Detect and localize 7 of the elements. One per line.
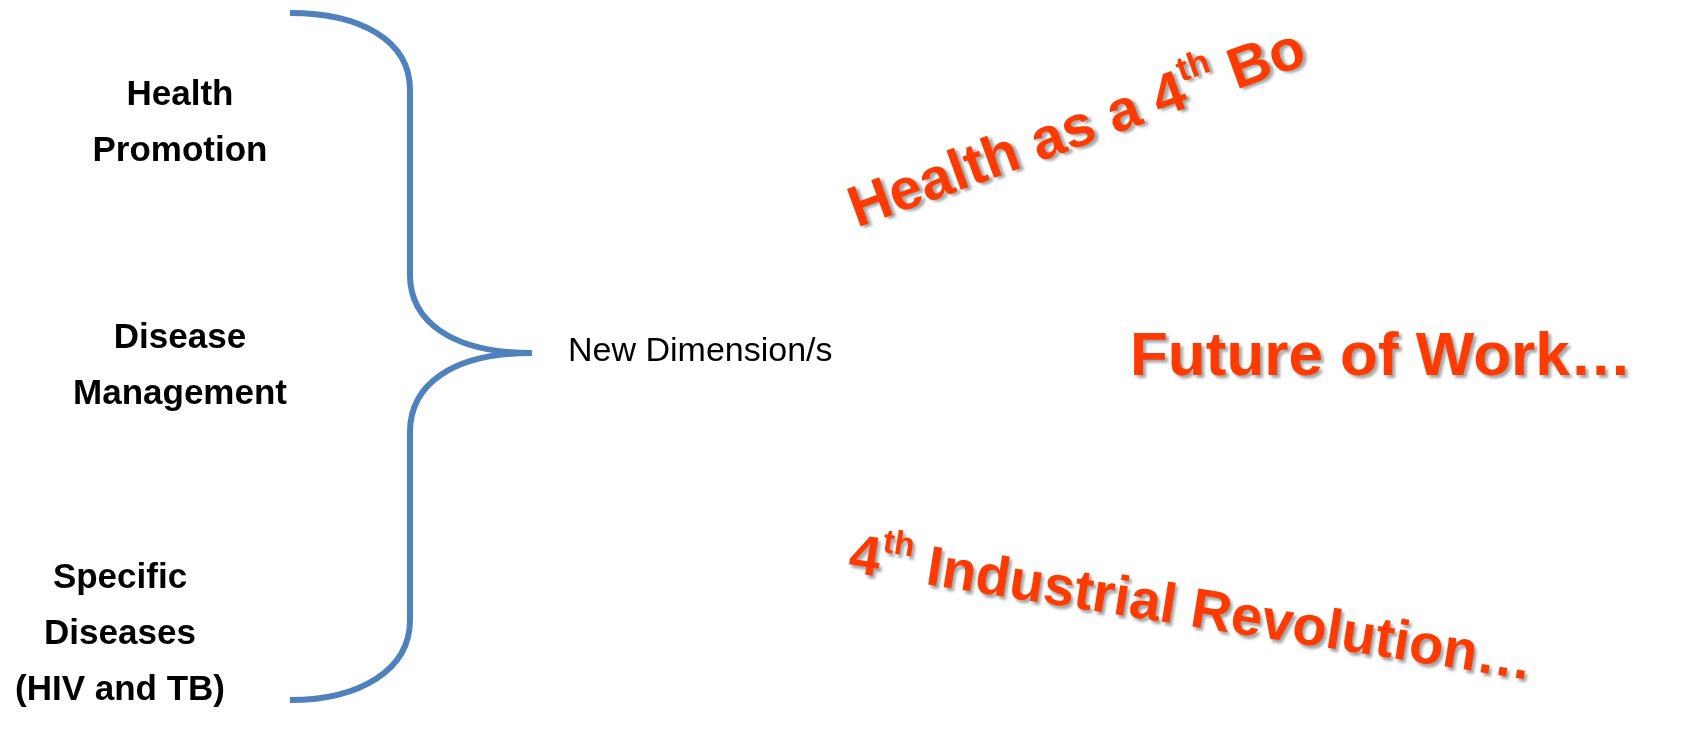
category-label: Health Promotion	[91, 72, 269, 170]
category-label: Specific Diseases (HIV and TB)	[14, 555, 226, 709]
category-label: Disease Management	[72, 315, 288, 413]
result-label: New Dimension/s	[568, 330, 833, 369]
rotated-heading: Health as a 4$^{th}$ Bo	[838, 12, 1314, 240]
rotated-heading: 4$^{th}$ Industrial Revolution…	[844, 520, 1538, 693]
heading: Future of Work…	[1130, 318, 1632, 389]
